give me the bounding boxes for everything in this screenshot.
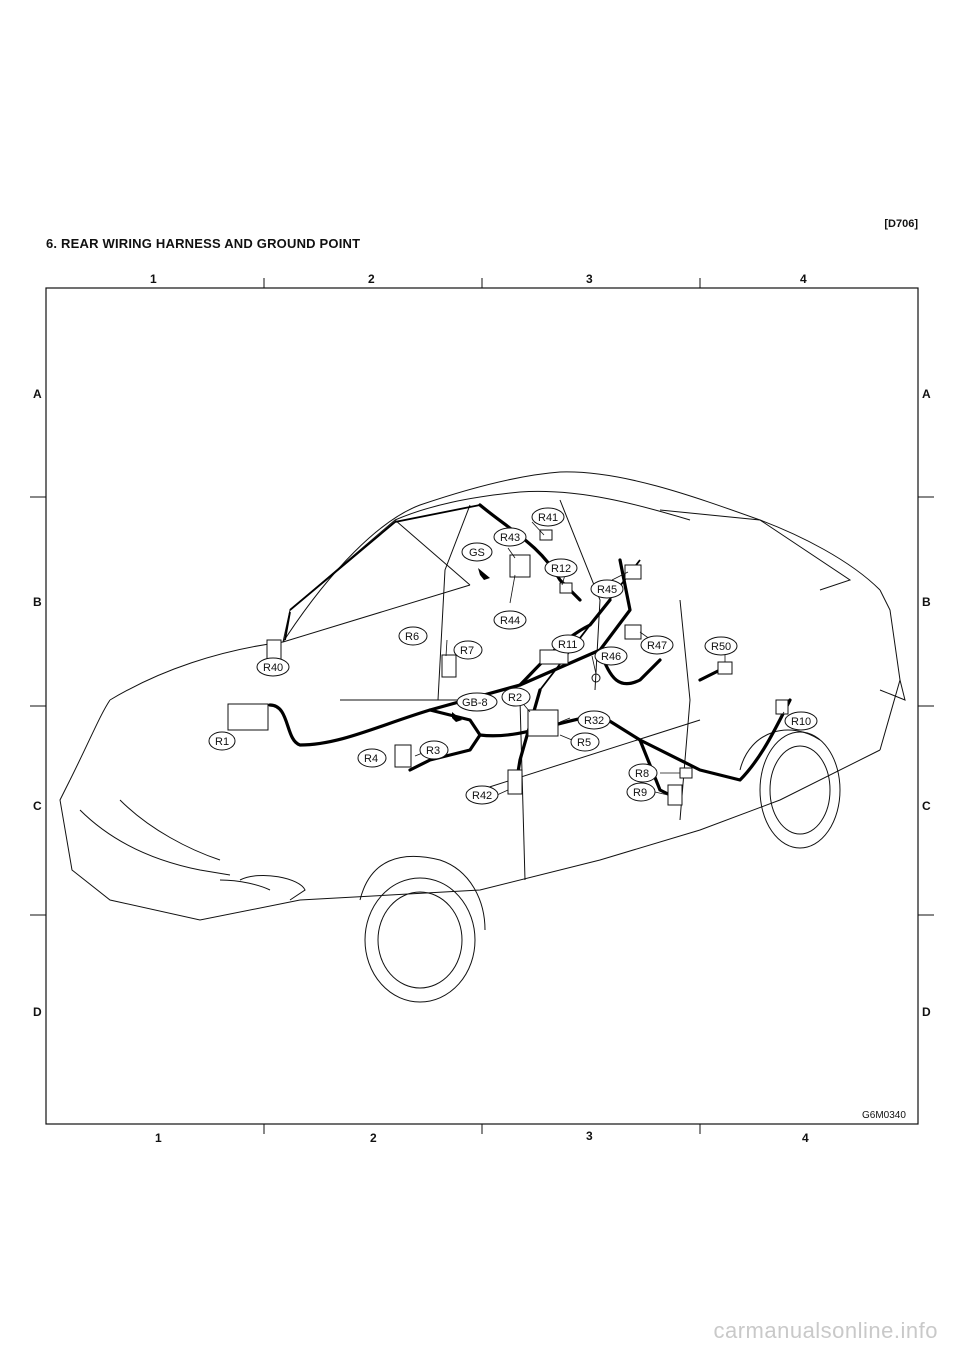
svg-text:R32: R32 [584,715,604,727]
callout-r7: R7 [453,640,483,660]
grid-col-2-top: 2 [368,272,375,286]
callout-r43: R43 [493,527,527,547]
callout-r44: R44 [493,610,527,630]
callout-r47: R47 [640,635,674,655]
callout-r3: R3 [419,740,449,760]
ground-arrow-gb8 [452,712,462,722]
watermark: carmanualsonline.info [713,1318,938,1343]
grid-row-b-right: B [922,595,931,609]
svg-text:R7: R7 [460,645,474,657]
svg-text:R10: R10 [791,716,811,728]
svg-text:R50: R50 [711,641,731,653]
svg-text:R2: R2 [508,692,522,704]
grid-col-4-bottom: 4 [802,1131,809,1145]
svg-text:R5: R5 [577,737,591,749]
callout-gb8: GB-8 [456,692,498,712]
svg-text:R4: R4 [364,753,378,765]
svg-text:R42: R42 [472,790,492,802]
svg-text:R41: R41 [538,512,558,524]
svg-text:GS: GS [469,547,485,559]
svg-text:R8: R8 [635,768,649,780]
svg-text:R44: R44 [500,615,520,627]
callout-r8: R8 [628,763,658,783]
callouts: R41 R43 GS R12 R45 R44 R6 R7 R11 R46 R47… [208,507,818,805]
callout-r6: R6 [398,626,428,646]
svg-text:R47: R47 [647,640,667,652]
svg-text:GB-8: GB-8 [462,697,488,709]
grid-col-3-top: 3 [586,272,593,286]
callout-r45: R45 [590,579,624,599]
callout-r2: R2 [501,687,531,707]
svg-text:R11: R11 [558,639,577,651]
callout-r9: R9 [626,782,656,802]
callout-r10: R10 [784,711,818,731]
callout-r12: R12 [544,558,578,578]
callout-gs: GS [461,542,493,562]
grid-ticks [30,278,934,1134]
document-code: [D706] [884,218,918,230]
svg-text:R45: R45 [597,584,617,596]
grid-row-c-left: C [33,799,42,813]
callout-r46: R46 [594,646,628,666]
page-title: 6. REAR WIRING HARNESS AND GROUND POINT [46,236,361,251]
svg-text:R40: R40 [263,662,283,674]
grid-row-d-right: D [922,1005,931,1019]
figure-id: G6M0340 [862,1110,906,1121]
svg-text:R3: R3 [426,745,440,757]
callout-r1: R1 [208,731,236,751]
grid-col-1-bottom: 1 [155,1131,162,1145]
grid-col-4-top: 4 [800,272,807,286]
callout-r32: R32 [577,710,611,730]
callout-r40: R40 [256,657,290,677]
callout-r11: R11 [551,634,585,654]
grid-col-3-bottom: 3 [586,1129,593,1143]
grid-row-b-left: B [33,595,42,609]
grid-row-a-right: A [922,387,931,401]
callout-r50: R50 [704,636,738,656]
svg-text:R9: R9 [633,787,647,799]
grid-col-1-top: 1 [150,272,157,286]
svg-text:R1: R1 [215,736,229,748]
callout-r4: R4 [357,748,387,768]
svg-text:R6: R6 [405,631,419,643]
callout-r42: R42 [465,785,499,805]
svg-text:R46: R46 [601,651,621,663]
ground-arrow-gs [478,568,490,580]
grid-col-2-bottom: 2 [370,1131,377,1145]
grid-row-c-right: C [922,799,931,813]
grid-row-d-left: D [33,1005,42,1019]
callout-r5: R5 [570,732,600,752]
harness-thin-lines [284,504,641,691]
svg-text:R43: R43 [500,532,520,544]
svg-text:R12: R12 [551,563,571,575]
grid-row-a-left: A [33,387,42,401]
callout-r41: R41 [531,507,565,527]
connector-blocks [227,529,789,806]
